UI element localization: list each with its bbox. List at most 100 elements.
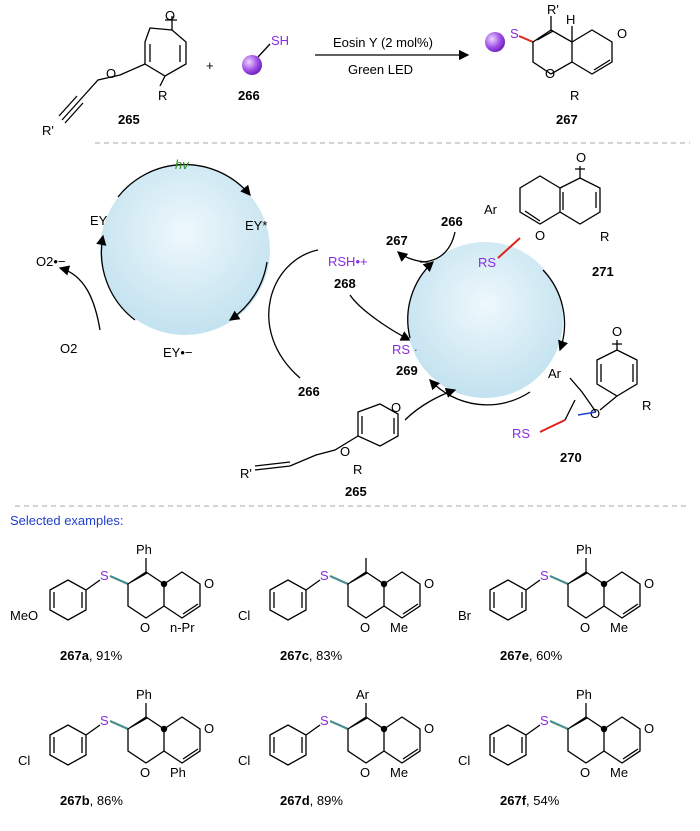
i271-ar: Ar (484, 202, 498, 217)
compound-270-label: 270 (560, 450, 582, 465)
i270-ether-o: O (590, 406, 600, 421)
ketone-o: O (424, 576, 434, 591)
plus-sign: + (206, 58, 214, 73)
angular-substituent: Ph (170, 765, 186, 780)
sulfur-atom: S (540, 568, 549, 583)
intermediate-270-structure: O R O Ar RS 270 (512, 324, 651, 465)
hv-label: hv (175, 157, 190, 172)
m265-rprime: R' (240, 466, 252, 481)
sulfur-atom: S (100, 568, 109, 583)
intermediate-271-structure: O O R Ar RS 271 (478, 150, 614, 279)
top-substituent: Ph (136, 687, 152, 702)
compound-265-label: 265 (118, 112, 140, 127)
carbonyl-o: O (165, 8, 175, 23)
aryl-substituent: Cl (18, 753, 30, 768)
example-267a: MeO S O O Ph n-Pr 267a, 91% (10, 542, 214, 663)
angular-substituent: n-Pr (170, 620, 195, 635)
top-substituent: Ph (576, 542, 592, 557)
compound-267-label: 267 (556, 112, 578, 127)
m265-ether-o: O (340, 444, 350, 459)
aryl-substituent: Cl (238, 608, 250, 623)
radical-cation: RSH•+ (328, 254, 368, 269)
product-ring-o: O (545, 66, 555, 81)
compound-266-label: 266 (238, 88, 260, 103)
product-267-out: 267 (386, 233, 408, 248)
product-r: R (570, 88, 579, 103)
aryl-substituent: Cl (458, 753, 470, 768)
compound-269-label: 269 (396, 363, 418, 378)
example-label: 267b, 86% (60, 793, 123, 808)
ketone-o: O (204, 576, 214, 591)
product-carbonyl-o: O (617, 26, 627, 41)
ring-o: O (360, 765, 370, 780)
i271-carbonyl-o: O (576, 150, 586, 165)
rprime-group: R' (42, 123, 54, 138)
top-substituent: Ph (136, 542, 152, 557)
photocatalyst-cycle-circle (100, 165, 270, 335)
thiol-266-in: 266 (298, 384, 320, 399)
superoxide-label: O2•− (36, 254, 66, 269)
radical-chain-cycle-circle (407, 242, 563, 398)
substrate-265-in: 265 (345, 484, 367, 499)
ketone-o: O (644, 721, 654, 736)
ring-o: O (360, 620, 370, 635)
example-label: 267d, 89% (280, 793, 343, 808)
substrate-265-mechanism: O O R R' 265 (240, 387, 457, 499)
compound-268-label: 268 (334, 276, 356, 291)
sulfur-atom: S (100, 713, 109, 728)
ring-o: O (580, 620, 590, 635)
example-label: 267c, 83% (280, 648, 343, 663)
ring-o: O (140, 620, 150, 635)
examples-header: Selected examples: (10, 513, 123, 528)
i270-rs: RS (512, 426, 530, 441)
i270-carbonyl-o: O (612, 324, 622, 339)
m265-carbonyl-o: O (391, 400, 401, 415)
mechanism-panel: hv EY EY* EY•− O2•− O2 266 RSH•+ 268 RS … (36, 150, 651, 499)
substrate-265-structure: O O R R' 265 (42, 8, 187, 138)
ketone-o: O (644, 576, 654, 591)
example-label: 267a, 91% (60, 648, 123, 663)
ring-o: O (140, 765, 150, 780)
angular-substituent: Me (390, 765, 408, 780)
sulfur-atom: S (320, 568, 329, 583)
aryl-substituent: Br (458, 608, 472, 623)
product-ball-icon (485, 32, 505, 52)
i271-r: R (600, 229, 609, 244)
sh-label: SH (271, 33, 289, 48)
condition-text: Green LED (348, 62, 413, 77)
angular-substituent: Me (390, 620, 408, 635)
top-substituent: Ar (356, 687, 370, 702)
aryl-substituent: MeO (10, 608, 38, 623)
ey-ground-state: EY (90, 213, 108, 228)
reaction-arrow: Eosin Y (2 mol%) Green LED (315, 35, 470, 77)
sulfur-atom: S (320, 713, 329, 728)
product-s: S (510, 26, 519, 41)
product-267-structure: S R' H O O R 267 (485, 2, 627, 127)
aryl-substituent: Cl (238, 753, 250, 768)
thiyl-radical: RS · (392, 342, 418, 357)
substrate-ball-icon (242, 55, 262, 75)
r-group: R (158, 88, 167, 103)
ey-excited-state: EY* (245, 218, 267, 233)
reagent-text: Eosin Y (2 mol%) (333, 35, 433, 50)
i270-r: R (642, 398, 651, 413)
product-rprime: R' (547, 2, 559, 17)
i270-ar: Ar (548, 366, 562, 381)
ketone-o: O (204, 721, 214, 736)
angular-substituent: Me (610, 620, 628, 635)
thiol-266-exchange: 266 (441, 214, 463, 229)
top-reaction: O O R R' 265 + SH 266 Eosin Y (2 mol%) G… (42, 2, 627, 138)
ether-o: O (106, 66, 116, 81)
example-label: 267f, 54% (500, 793, 560, 808)
angular-substituent: Me (610, 765, 628, 780)
m265-r: R (353, 462, 362, 477)
ey-radical-anion: EY•− (163, 345, 193, 360)
product-h: H (566, 12, 575, 27)
i271-rs: RS (478, 255, 496, 270)
thiol-266-structure: SH 266 (238, 33, 289, 103)
i271-ring-o: O (535, 228, 545, 243)
ketone-o: O (424, 721, 434, 736)
